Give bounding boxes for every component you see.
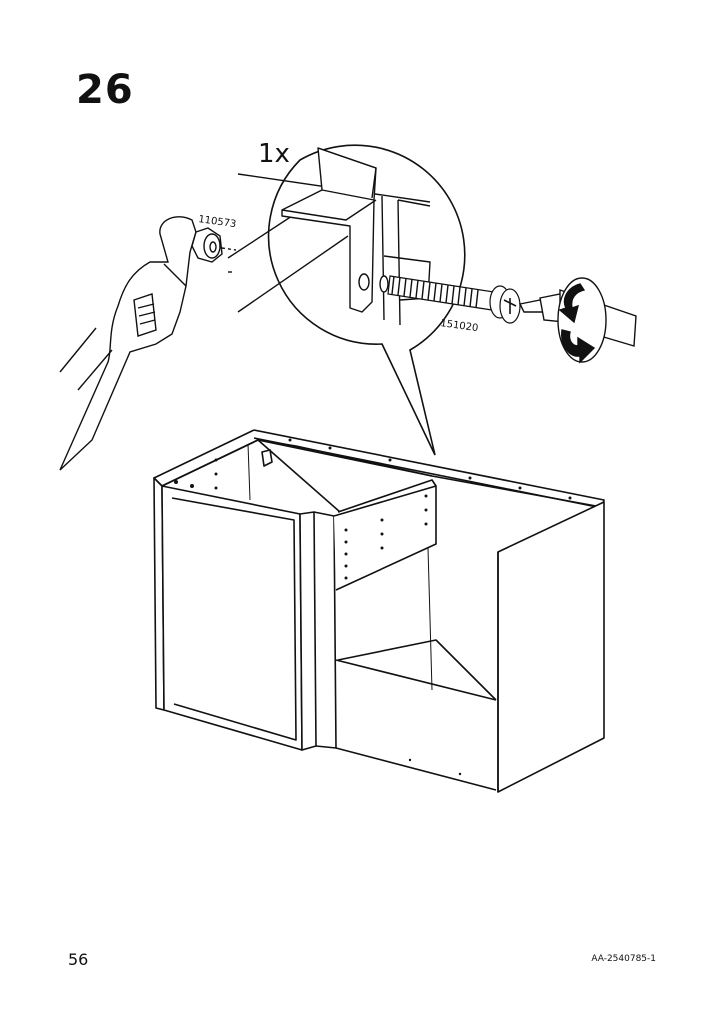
hex-nut-icon [191,227,237,263]
step-number: 26 [76,67,134,113]
screw-part-number: 151020 [440,318,479,334]
cabinet [153,429,605,793]
bracket-detail [227,147,431,326]
quantity-label: 1x [258,139,290,169]
screw-icon [387,275,521,324]
cabinet-holes [174,438,572,776]
document-code: AA-2540785-1 [591,954,656,964]
page-number: 56 [68,950,89,969]
wrench-icon [59,216,197,471]
nut-part-number: 110573 [198,214,237,230]
rotate-clockwise-icon [557,277,607,364]
